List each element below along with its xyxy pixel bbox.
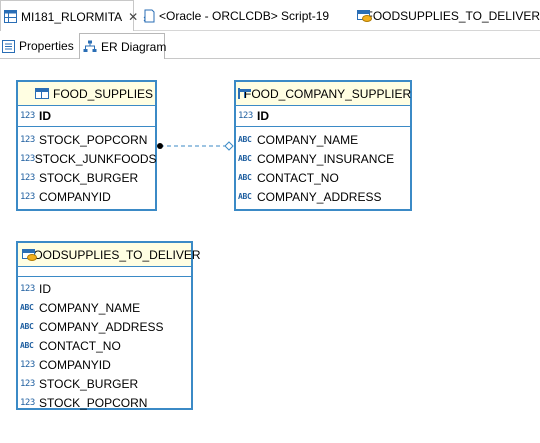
entity-foodsupplies-to-deliver[interactable]: FOODSUPPLIES_TO_DELIVER 123 ID ABC COMPANY… [16,241,201,412]
tab-label: <Oracle - ORCLCDB> Script-19 [159,8,330,23]
column-row[interactable]: ABC COMPANY_ADDRESS [18,317,191,336]
numeric-type-icon: 123 [20,153,35,164]
numeric-type-icon: 123 [20,172,35,183]
tab-properties[interactable]: Properties [2,33,78,59]
column-row[interactable]: 123 STOCK_POPCORN [18,393,191,412]
string-type-icon: ABC [238,192,252,201]
numeric-type-icon: 123 [20,397,35,408]
column-row[interactable]: ABC COMPANY_NAME [18,298,191,317]
numeric-type-icon: 123 [238,111,253,121]
numeric-type-icon: 123 [20,134,35,145]
table-icon [238,88,251,99]
entity-key-separator [18,267,191,277]
close-icon[interactable]: ✕ [128,9,139,24]
entity-header[interactable]: FOOD_SUPPLIES [18,82,155,106]
entity-header[interactable]: FOODSUPPLIES_TO_DELIVER [18,243,201,267]
tab-label: Properties [19,39,74,53]
tab-label: ER Diagram [101,39,167,54]
column-name: COMPANY_NAME [39,300,141,315]
column-name: CONTACT_NO [257,170,339,185]
column-name: COMPANY_INSURANCE [257,151,395,166]
string-type-icon: ABC [20,341,34,350]
tab-script-19[interactable]: <Oracle - ORCLCDB> Script-19 [143,0,343,31]
column-name: COMPANY_NAME [257,132,359,147]
properties-icon [2,39,15,53]
column-row[interactable]: ABC CONTACT_NO [18,336,191,355]
table-icon [4,10,17,23]
column-row[interactable]: ABC COMPANY_NAME [236,130,410,149]
entity-name: FOOD_COMPANY_SUPPLIER [244,86,412,101]
column-row[interactable]: ABC COMPANY_ADDRESS [236,187,410,206]
column-row[interactable]: 123 COMPANYID [18,187,155,206]
column-name: STOCK_POPCORN [39,132,148,147]
entity-food-company-supplier[interactable]: FOOD_COMPANY_SUPPLIER 123 ID ABC COMPANY_… [234,80,412,211]
column-name: STOCK_JUNKFOODS [34,151,157,166]
tab-er-diagram[interactable]: ER Diagram [79,33,167,60]
string-type-icon: ABC [20,303,34,312]
column-name: STOCK_BURGER [39,376,139,391]
tab-label: MI181_RLORMITA [21,9,123,24]
column-row[interactable]: ABC CONTACT_NO [236,168,410,187]
column-name: CONTACT_NO [39,338,121,353]
view-icon [357,9,372,22]
column-row[interactable]: 123 COMPANYID [18,355,191,374]
tab-label: FOODSUPPLIES_TO_DELIVER [365,8,540,23]
string-type-icon: ABC [20,322,34,331]
numeric-type-icon: 123 [20,378,35,389]
column-row[interactable]: ABC COMPANY_INSURANCE [236,149,410,168]
table-icon [35,88,49,99]
column-name: COMPANYID [39,189,111,204]
numeric-type-icon: 123 [20,283,35,294]
sql-script-icon [143,9,155,23]
string-type-icon: ABC [238,173,252,182]
column-row[interactable]: 123 STOCK_BURGER [18,374,191,393]
column-name: ID [39,281,51,296]
string-type-icon: ABC [238,135,252,144]
tab-mi181-rlormita[interactable]: MI181_RLORMITA ✕ [0,0,138,32]
entity-header[interactable]: FOOD_COMPANY_SUPPLIER [236,82,412,106]
column-name: ID [257,109,269,123]
tab-foodsupplies-to-deliver[interactable]: FOODSUPPLIES_TO_DELIVER [357,0,540,31]
er-diagram-icon [83,40,97,53]
column-name: STOCK_POPCORN [39,395,148,410]
column-row[interactable]: 123 ID [18,279,191,298]
relationship-connector[interactable] [0,59,540,443]
column-name: COMPANY_ADDRESS [39,319,164,334]
column-name: ID [39,109,51,123]
entity-name: FOOD_SUPPLIES [53,86,154,101]
primary-key-row[interactable]: 123 ID [236,106,410,127]
column-name: STOCK_BURGER [39,170,139,185]
column-row[interactable]: 123 STOCK_POPCORN [18,130,155,149]
entity-name: FOODSUPPLIES_TO_DELIVER [26,247,201,262]
string-type-icon: ABC [238,154,252,163]
column-row[interactable]: 123 STOCK_BURGER [18,168,155,187]
numeric-type-icon: 123 [20,191,35,202]
primary-key-row[interactable]: 123 ID [18,106,155,127]
editor-subtab-bar: Properties ER Diagram [0,31,540,60]
column-name: COMPANY_ADDRESS [257,189,382,204]
numeric-type-icon: 123 [20,111,35,121]
column-name: COMPANYID [39,357,111,372]
editor-tab-bar: MI181_RLORMITA ✕ <Oracle - ORCLCDB> Scri… [0,0,540,32]
numeric-type-icon: 123 [20,359,35,370]
